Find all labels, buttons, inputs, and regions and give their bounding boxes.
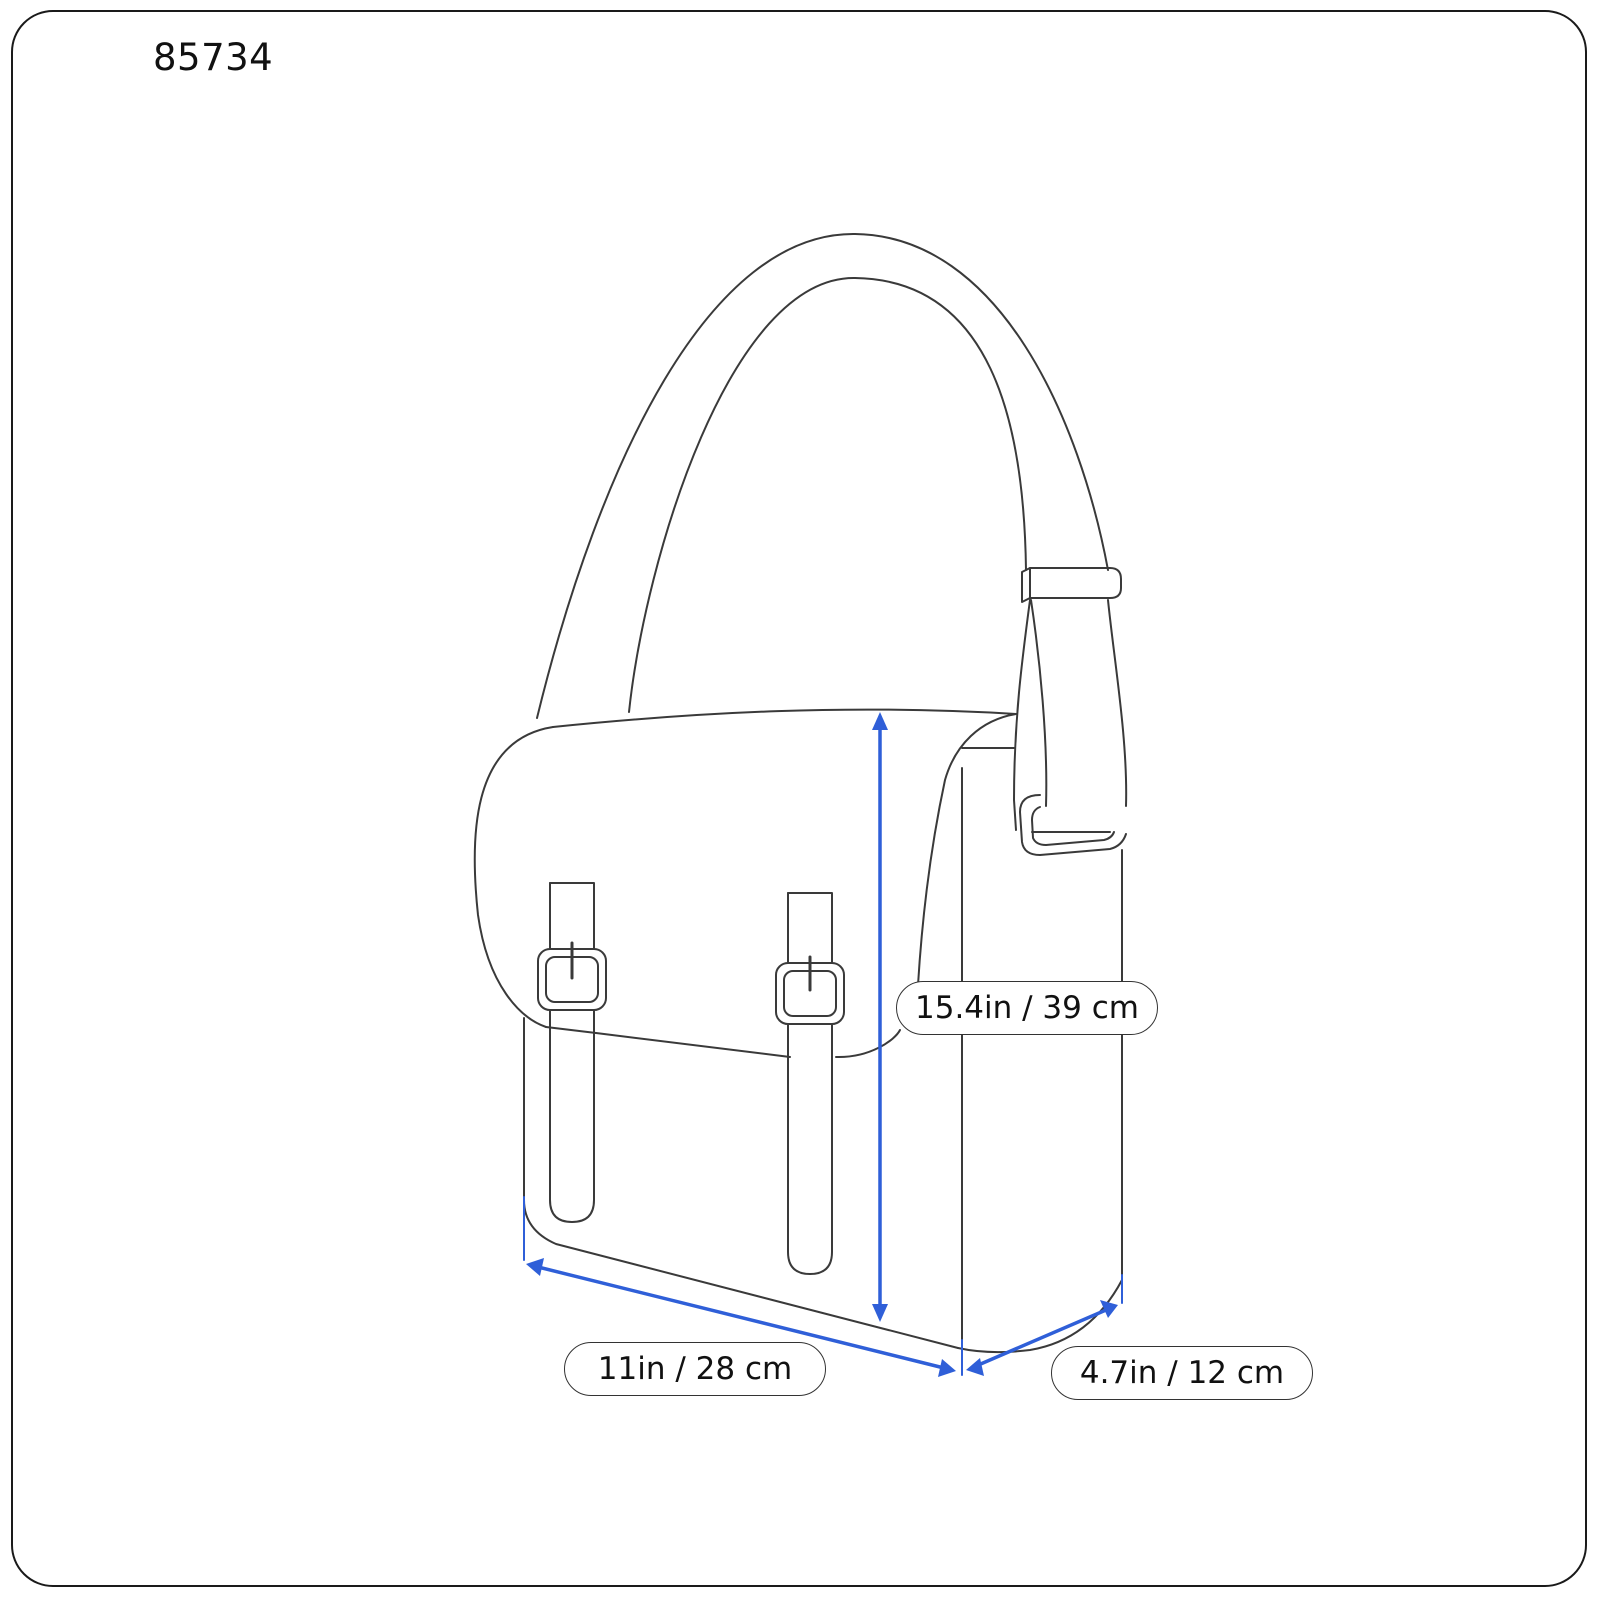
- left-buckle-strap: [537, 882, 607, 1223]
- shoulder-strap: [536, 232, 1128, 831]
- strap-keeper: [1021, 567, 1122, 603]
- height-dimension-label: 15.4in / 39 cm: [896, 981, 1158, 1035]
- width-dimension-label: 11in / 28 cm: [564, 1342, 826, 1396]
- dimension-arrows: [523, 712, 1123, 1377]
- product-id: 85734: [153, 36, 274, 79]
- depth-dimension-label: 4.7in / 12 cm: [1051, 1346, 1313, 1400]
- strap-ring: [1019, 794, 1127, 856]
- depth-arrow: [974, 1308, 1108, 1368]
- diagram-frame: [11, 10, 1587, 1587]
- width-arrow: [536, 1265, 946, 1370]
- right-buckle-strap: [775, 892, 845, 1275]
